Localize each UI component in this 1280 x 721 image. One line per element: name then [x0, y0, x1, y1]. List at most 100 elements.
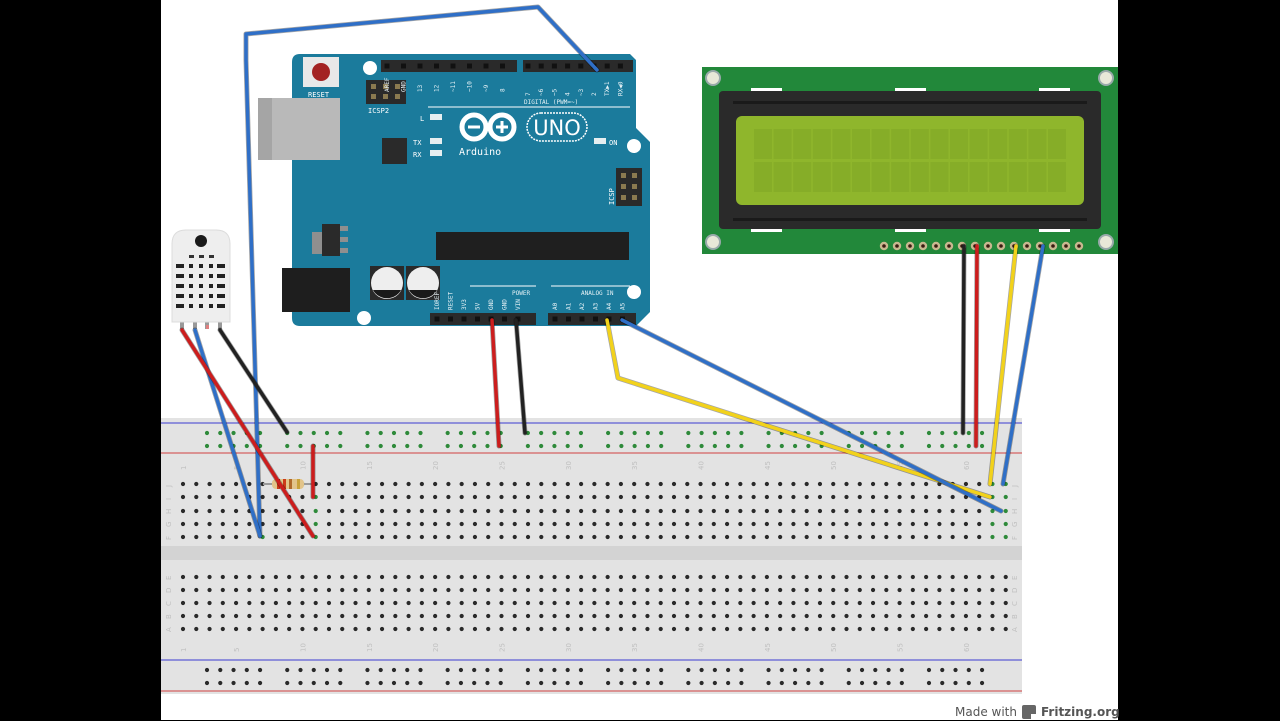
breadboard-hole[interactable] [512, 534, 517, 540]
breadboard-hole[interactable] [764, 534, 769, 540]
breadboard-hole[interactable] [645, 508, 650, 514]
rail-hole[interactable] [485, 680, 490, 686]
rail-hole[interactable] [458, 443, 464, 449]
breadboard-hole[interactable] [791, 626, 796, 632]
breadboard-hole[interactable] [711, 587, 716, 593]
breadboard-hole[interactable] [977, 481, 982, 487]
breadboard-hole[interactable] [751, 600, 756, 606]
breadboard-hole[interactable] [1003, 534, 1008, 540]
breadboard-hole[interactable] [977, 613, 982, 619]
breadboard-hole[interactable] [446, 574, 451, 580]
breadboard-hole[interactable] [220, 613, 225, 619]
rail-hole[interactable] [726, 443, 731, 449]
breadboard-hole[interactable] [950, 494, 955, 500]
breadboard-hole[interactable] [831, 521, 836, 527]
breadboard-hole[interactable] [353, 587, 358, 593]
rail-hole[interactable] [859, 667, 865, 673]
breadboard-hole[interactable] [618, 534, 624, 540]
rail-hole[interactable] [792, 680, 798, 686]
breadboard-hole[interactable] [605, 521, 610, 527]
breadboard-hole[interactable] [1003, 508, 1008, 514]
header-pin[interactable] [565, 63, 571, 69]
breadboard-hole[interactable] [366, 521, 371, 527]
breadboard-hole[interactable] [831, 626, 836, 632]
rail-hole[interactable] [886, 430, 891, 436]
breadboard-hole[interactable] [446, 587, 451, 593]
breadboard-hole[interactable] [579, 494, 584, 500]
breadboard-hole[interactable] [698, 481, 703, 487]
wire-w6[interactable] [514, 318, 527, 435]
breadboard-hole[interactable] [247, 481, 252, 487]
rail-hole[interactable] [445, 443, 450, 449]
breadboard-hole[interactable] [326, 481, 332, 487]
breadboard-hole[interactable] [937, 494, 942, 500]
breadboard-hole[interactable] [937, 587, 942, 593]
breadboard-hole[interactable] [512, 600, 517, 606]
rail-hole[interactable] [873, 667, 878, 673]
rail-hole[interactable] [766, 443, 771, 449]
rail-hole[interactable] [792, 667, 798, 673]
breadboard-hole[interactable] [632, 626, 637, 632]
rail-hole[interactable] [953, 667, 958, 673]
breadboard-hole[interactable] [313, 521, 318, 527]
breadboard-hole[interactable] [778, 600, 783, 606]
breadboard-hole[interactable] [326, 508, 332, 514]
breadboard-hole[interactable] [207, 574, 212, 580]
breadboard-hole[interactable] [353, 613, 358, 619]
breadboard-hole[interactable] [605, 626, 610, 632]
breadboard-hole[interactable] [406, 534, 411, 540]
breadboard-hole[interactable] [406, 613, 411, 619]
breadboard-hole[interactable] [539, 521, 544, 527]
breadboard-hole[interactable] [525, 626, 531, 632]
rail-hole[interactable] [899, 680, 904, 686]
breadboard-hole[interactable] [446, 481, 451, 487]
breadboard-hole[interactable] [366, 626, 371, 632]
rail-hole[interactable] [966, 667, 971, 673]
breadboard-hole[interactable] [658, 481, 663, 487]
breadboard-hole[interactable] [525, 600, 531, 606]
breadboard-hole[interactable] [645, 521, 650, 527]
breadboard-hole[interactable] [565, 626, 570, 632]
breadboard-hole[interactable] [711, 626, 716, 632]
breadboard-hole[interactable] [433, 521, 438, 527]
breadboard-hole[interactable] [512, 574, 517, 580]
breadboard-hole[interactable] [366, 534, 371, 540]
breadboard-hole[interactable] [977, 600, 982, 606]
breadboard-hole[interactable] [632, 587, 637, 593]
rail-hole[interactable] [926, 680, 932, 686]
rail-hole[interactable] [458, 430, 464, 436]
rail-hole[interactable] [485, 667, 490, 673]
breadboard-hole[interactable] [937, 534, 942, 540]
breadboard-hole[interactable] [724, 574, 730, 580]
breadboard-hole[interactable] [419, 481, 424, 487]
breadboard-hole[interactable] [539, 626, 544, 632]
rail-hole[interactable] [632, 667, 637, 673]
rail-hole[interactable] [846, 443, 851, 449]
rail-hole[interactable] [418, 430, 423, 436]
breadboard-hole[interactable] [844, 626, 849, 632]
breadboard-hole[interactable] [937, 626, 942, 632]
breadboard-hole[interactable] [539, 494, 544, 500]
rail-hole[interactable] [819, 667, 824, 673]
rail-hole[interactable] [324, 443, 330, 449]
header-pin[interactable] [525, 63, 531, 69]
breadboard-hole[interactable] [632, 600, 637, 606]
breadboard-hole[interactable] [446, 613, 451, 619]
breadboard-hole[interactable] [512, 494, 517, 500]
breadboard-hole[interactable] [963, 494, 969, 500]
breadboard-hole[interactable] [990, 508, 995, 514]
breadboard-hole[interactable] [963, 508, 969, 514]
breadboard-hole[interactable] [499, 613, 504, 619]
breadboard-hole[interactable] [618, 508, 624, 514]
breadboard-hole[interactable] [366, 600, 371, 606]
breadboard-hole[interactable] [353, 481, 358, 487]
breadboard-hole[interactable] [433, 600, 438, 606]
rail-hole[interactable] [632, 443, 637, 449]
breadboard-hole[interactable] [817, 508, 823, 514]
breadboard-hole[interactable] [499, 481, 504, 487]
breadboard-hole[interactable] [499, 574, 504, 580]
breadboard-hole[interactable] [963, 521, 969, 527]
breadboard-hole[interactable] [379, 508, 385, 514]
breadboard-hole[interactable] [194, 521, 199, 527]
breadboard-hole[interactable] [804, 626, 809, 632]
